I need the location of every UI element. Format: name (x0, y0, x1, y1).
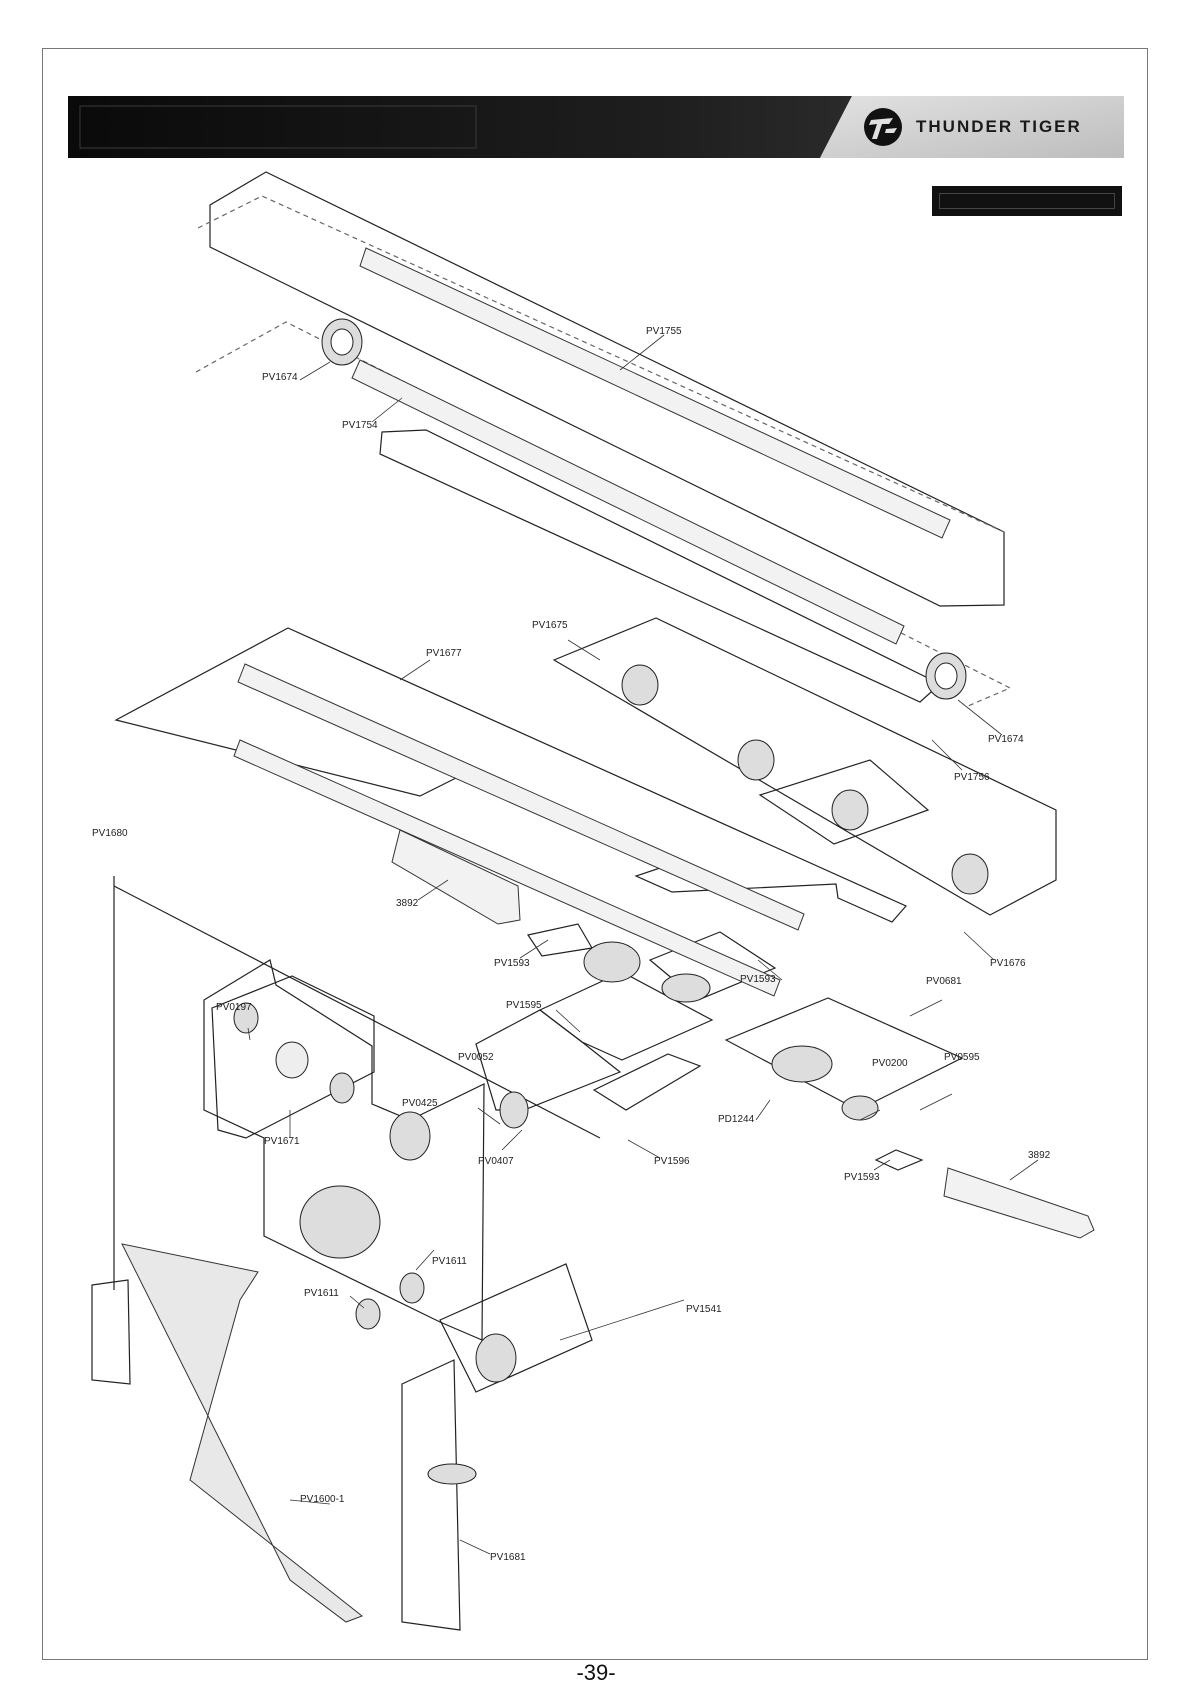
part-label: PV1596 (654, 1156, 690, 1167)
clamp-3 (952, 854, 988, 894)
part-label: PV1674 (988, 734, 1024, 745)
part-label: PV1541 (686, 1304, 722, 1315)
pitch-lever-panel (402, 1360, 460, 1630)
part-label: PV1680 (92, 828, 128, 839)
part-label: PV0197 (216, 1002, 252, 1013)
horizontal-fin-right (944, 1168, 1094, 1238)
part-label: PV0052 (458, 1052, 494, 1063)
part-label: PV1611 (432, 1256, 467, 1267)
part-label: PV1677 (426, 648, 462, 659)
gear-housing (300, 1186, 380, 1258)
part-label: PV0200 (872, 1058, 908, 1069)
torque-tube (238, 664, 804, 930)
bevel-gear (390, 1112, 430, 1160)
bearing-2 (330, 1073, 354, 1103)
part-label: PV1600-1 (300, 1494, 345, 1505)
boom-tube-lower (352, 360, 904, 644)
tail-boom-panel (210, 172, 1004, 606)
boom-tube (360, 248, 950, 538)
blade-grip-panel (726, 998, 962, 1110)
part-label: PV1611 (304, 1288, 339, 1299)
tail-gear (476, 1334, 516, 1382)
part-label: PV1595 (506, 1000, 542, 1011)
grip-bearings (842, 1096, 878, 1120)
part-label: PV1754 (342, 420, 378, 431)
part-label: PV1674 (262, 372, 298, 383)
part-label: 3892 (1028, 1150, 1051, 1161)
clamp-2 (738, 740, 774, 780)
slider-ring (500, 1092, 528, 1128)
part-label: PV1755 (646, 326, 682, 337)
part-label: PV1675 (532, 620, 568, 631)
part-label: 3892 (396, 898, 419, 909)
pitch-lever (428, 1464, 476, 1484)
grip-holder (772, 1046, 832, 1082)
clamp-1 (622, 665, 658, 705)
part-label: PV1676 (990, 958, 1026, 969)
tail-gear-panel (440, 1264, 592, 1392)
part-label: PV1756 (954, 772, 990, 783)
tail-hub (584, 942, 640, 982)
part-label: PV0681 (926, 976, 962, 987)
part-label: PV0425 (402, 1098, 438, 1109)
tail-pushrod-panel (380, 430, 940, 702)
page-number: -39- (0, 1660, 1192, 1686)
part-label: PD1244 (718, 1114, 755, 1125)
part-label: PV1593 (740, 974, 776, 985)
part-label: PV1593 (494, 958, 530, 969)
vertical-fin (122, 1244, 362, 1622)
part-label: PV0595 (944, 1052, 980, 1063)
bearing-3 (356, 1299, 380, 1329)
hub-shaft (662, 974, 710, 1002)
part-label: PV1593 (844, 1172, 880, 1183)
part-label: PV0407 (478, 1156, 514, 1167)
spacer (276, 1042, 308, 1078)
bearing-4 (400, 1273, 424, 1303)
screw-bracket (92, 1280, 130, 1384)
pitch-slider-panel (476, 1010, 620, 1110)
part-label: PV1671 (264, 1136, 300, 1147)
part-label: PV1681 (490, 1552, 526, 1563)
boom-block (832, 790, 868, 830)
